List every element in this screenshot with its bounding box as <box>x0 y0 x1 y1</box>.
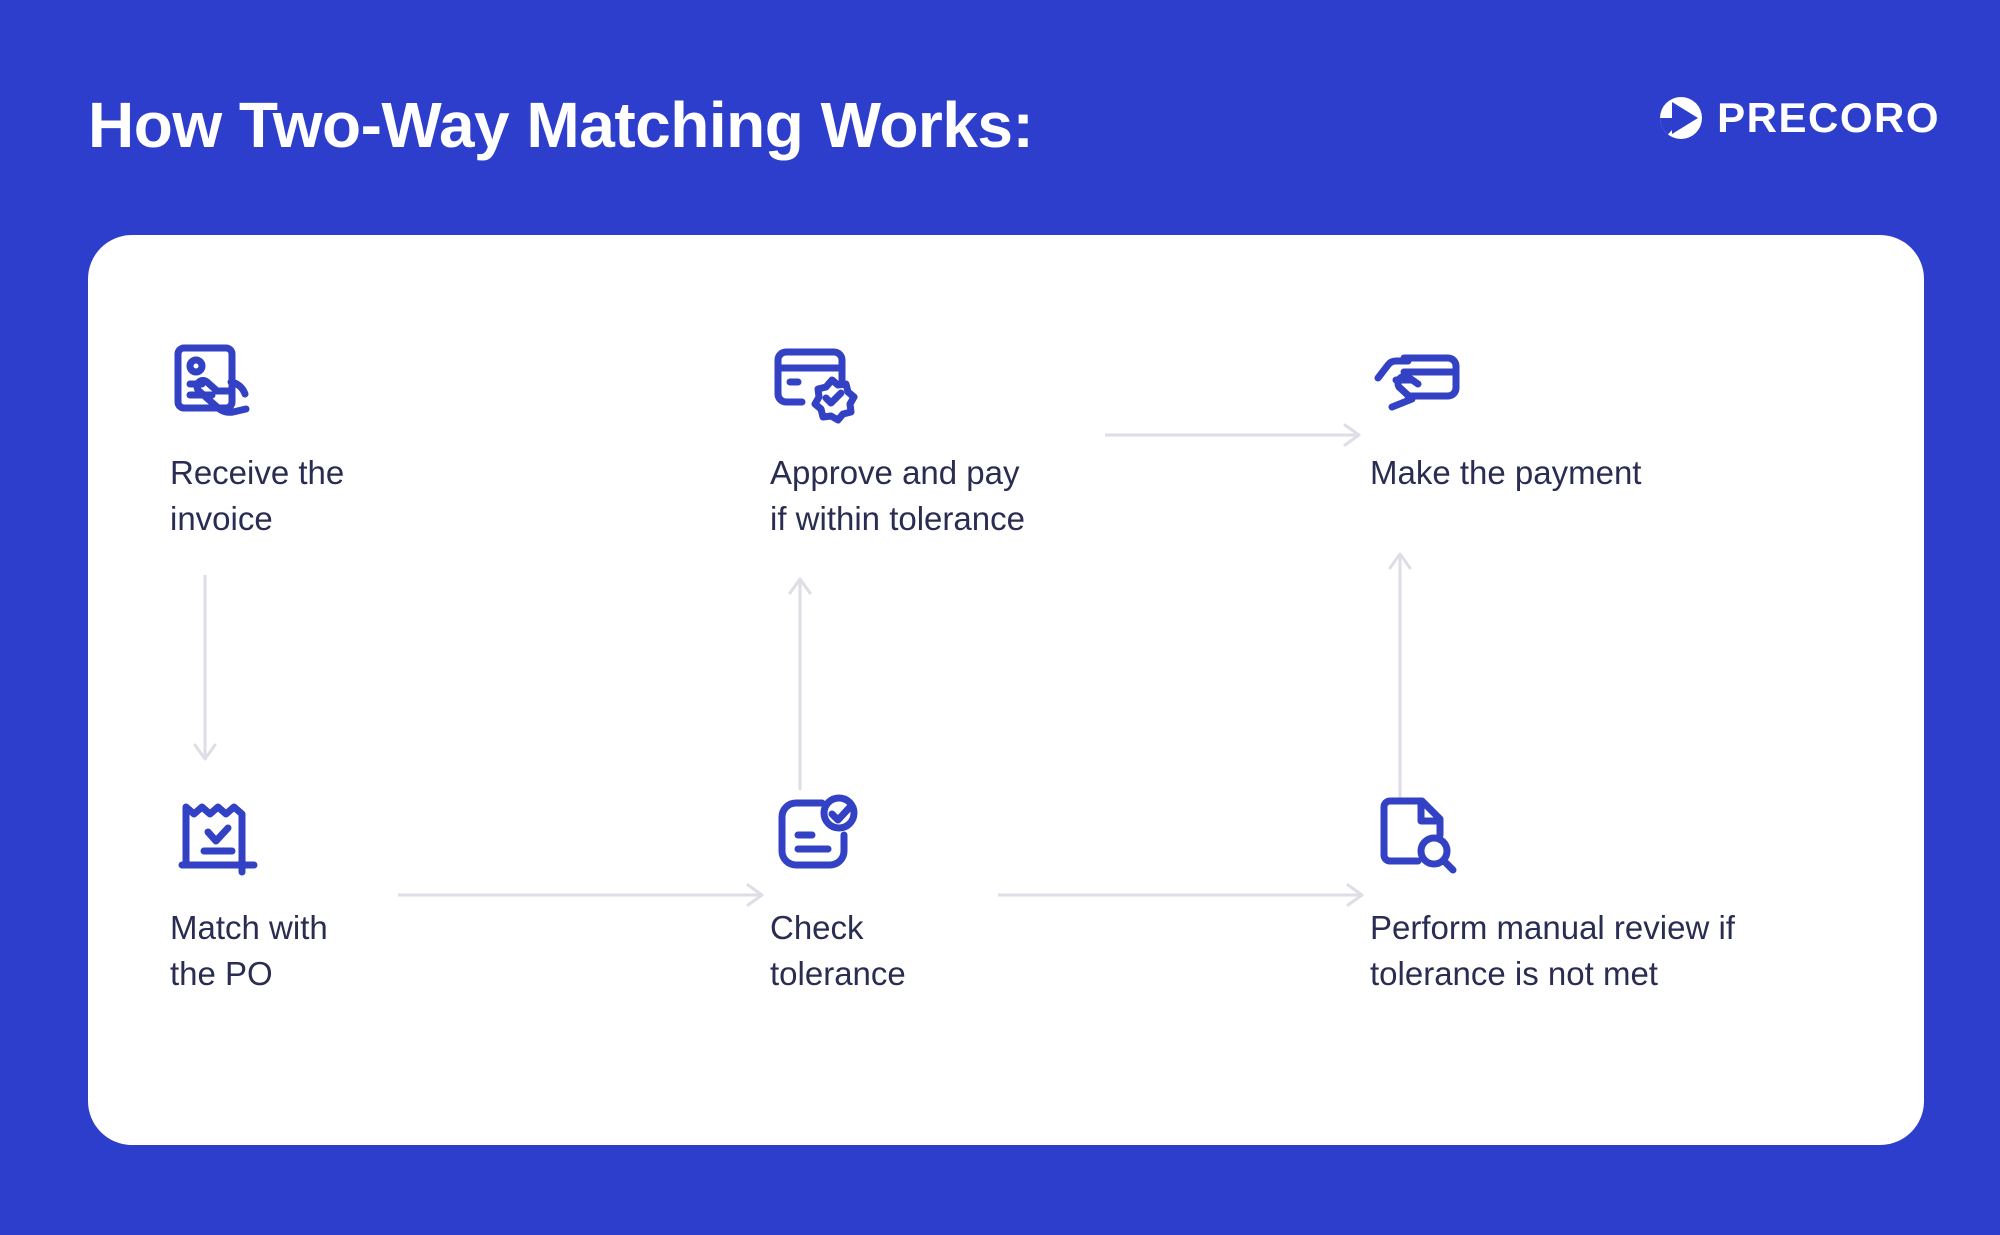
step-label: Perform manual review if tolerance is no… <box>1370 909 1735 992</box>
step-label: Receive the invoice <box>170 454 345 537</box>
brand-logo: PRECORO <box>1659 96 1940 140</box>
step-approve-and-pay: Approve and pay if within tolerance <box>770 330 1250 542</box>
credit-card-verified-badge-icon <box>770 330 1250 426</box>
step-label: Check tolerance <box>770 909 906 992</box>
arrow-right-icon <box>1105 420 1365 455</box>
hand-holding-credit-card-icon <box>1370 330 1850 426</box>
document-magnifier-icon <box>1370 785 1850 881</box>
step-label: Make the payment <box>1370 454 1642 491</box>
step-match-with-po: Match with the PO <box>170 785 650 997</box>
arrow-up-icon <box>785 575 815 795</box>
arrow-up-icon <box>1385 550 1415 805</box>
page-title: How Two-Way Matching Works: <box>88 89 1034 161</box>
step-check-tolerance: Check tolerance <box>770 785 1250 997</box>
arrow-right-icon <box>998 880 1368 915</box>
diagram-card <box>88 235 1924 1145</box>
document-hand-receive-icon <box>170 330 650 426</box>
step-manual-review: Perform manual review if tolerance is no… <box>1370 785 1850 997</box>
arrow-right-icon <box>398 880 768 915</box>
receipt-check-icon <box>170 785 650 881</box>
step-make-payment: Make the payment <box>1370 330 1850 496</box>
precoro-play-circle-icon <box>1659 96 1703 140</box>
header: How Two-Way Matching Works: PRECORO <box>0 0 2000 235</box>
step-receive-invoice: Receive the invoice <box>170 330 650 542</box>
step-label: Approve and pay if within tolerance <box>770 454 1025 537</box>
arrow-down-icon <box>190 575 220 770</box>
step-label: Match with the PO <box>170 909 328 992</box>
brand-name: PRECORO <box>1717 94 1940 141</box>
document-check-badge-icon <box>770 785 1250 881</box>
